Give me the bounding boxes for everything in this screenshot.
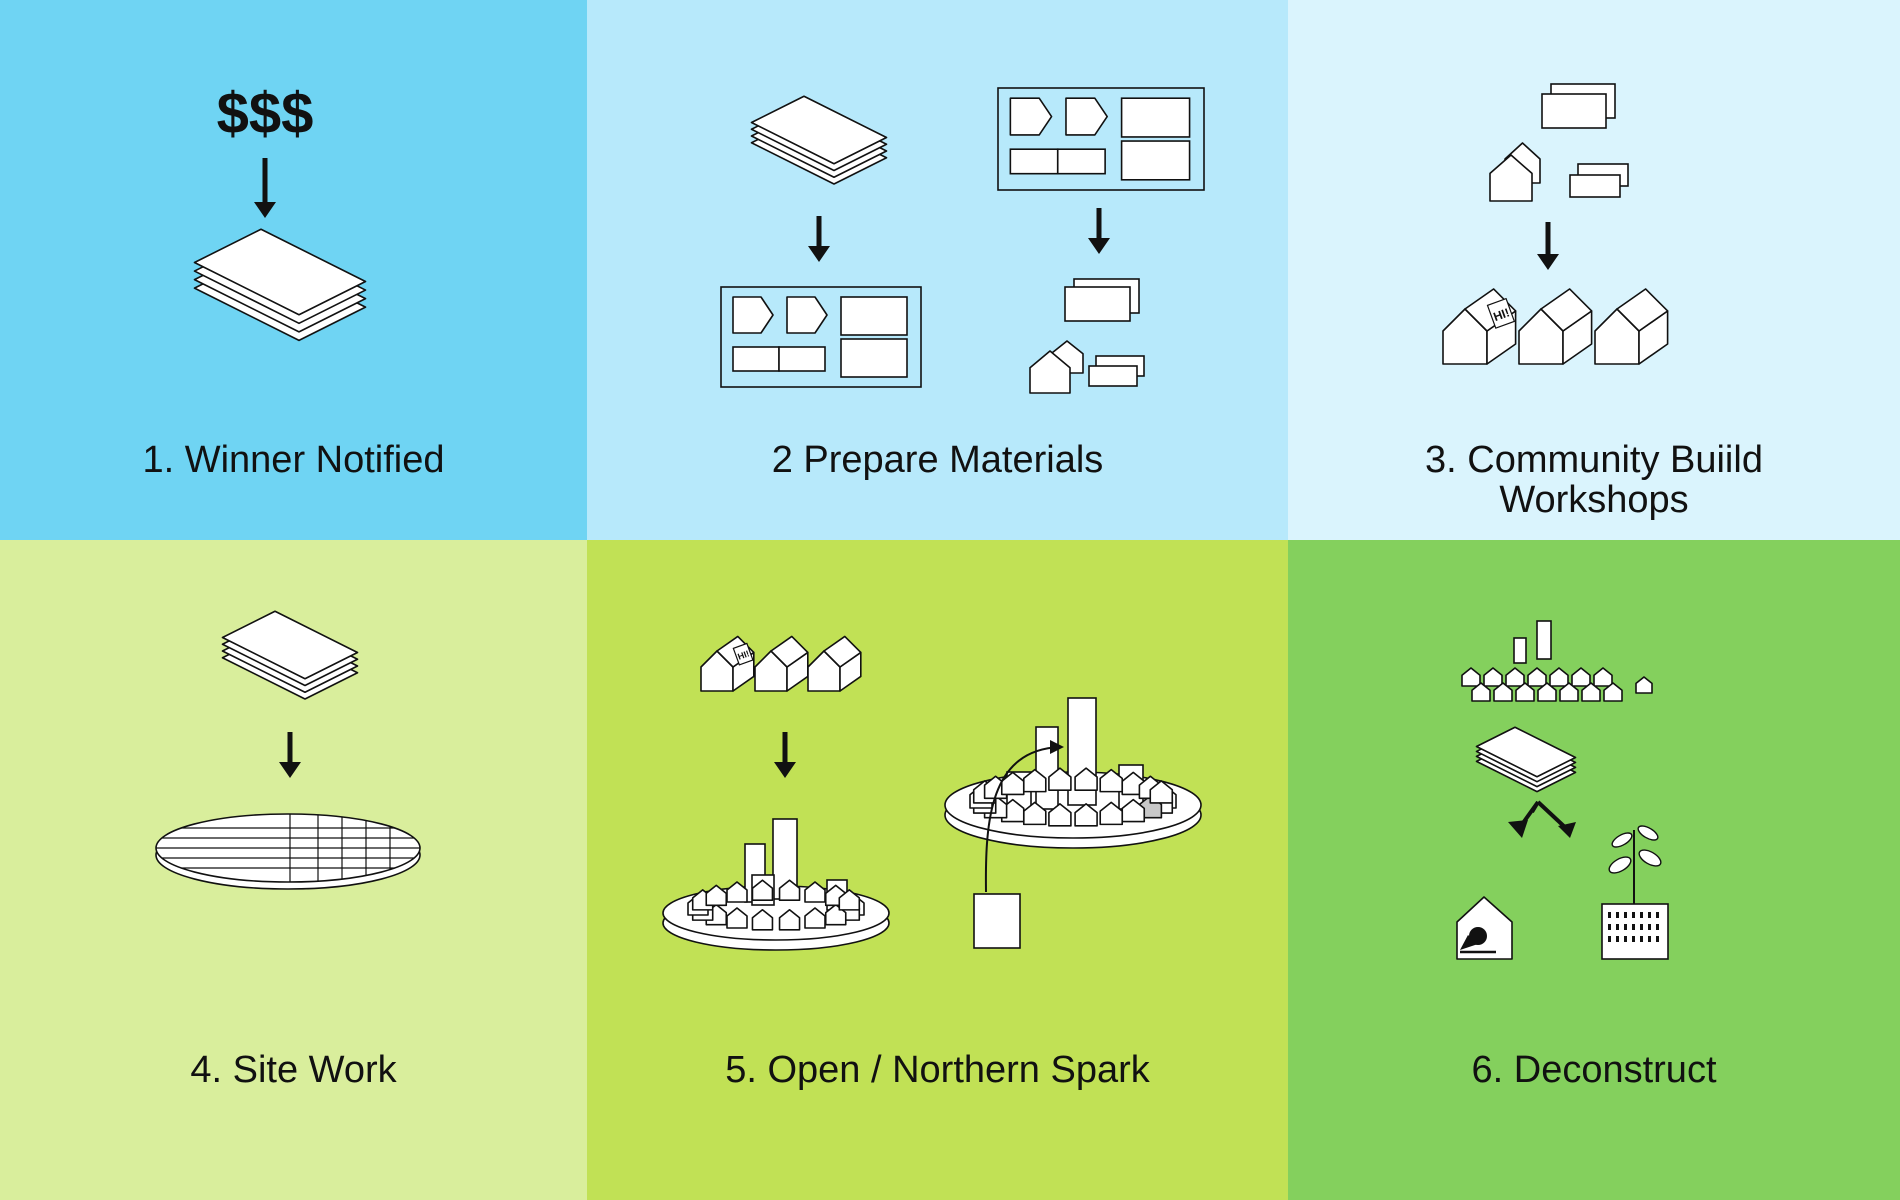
step-label: 6. Deconstruct (1288, 1050, 1900, 1090)
house-icon (1149, 780, 1174, 804)
house-sign-text: HI! (736, 648, 751, 661)
house-icon (1581, 682, 1601, 702)
house-sign: HI! (732, 642, 754, 666)
house-icon (778, 879, 801, 902)
panel-illustration: $$$ (193, 81, 367, 342)
panel-open-northern-spark: HI! 5. Open / Northern Spark (587, 540, 1288, 1200)
money-symbol: $$$ (217, 81, 314, 146)
house-icon (1461, 667, 1481, 687)
birdhouse-icon (1456, 896, 1513, 960)
arrow-down-icon (1088, 208, 1110, 254)
paper-stack-icon (193, 228, 367, 342)
step-label-line: 2 Prepare Materials (771, 439, 1104, 481)
house-icon (1593, 667, 1613, 687)
house-icon (1471, 682, 1491, 702)
house-icon (1537, 682, 1557, 702)
house-icon (1635, 676, 1653, 694)
material-board-icon (997, 87, 1205, 191)
house-icon (1518, 288, 1593, 365)
house-icon (1493, 682, 1513, 702)
stored-model-icon (1513, 620, 1552, 664)
panel-illustration: HI! (662, 635, 1202, 951)
house-sign: HI! (1486, 297, 1516, 329)
house-icon (705, 884, 728, 907)
house-icon (1099, 768, 1124, 793)
house-icon (751, 879, 774, 902)
house-icon (1594, 288, 1669, 365)
arrow-down-icon (774, 732, 796, 778)
step-label-line: 3. Community Buiild (1425, 439, 1763, 481)
step-label-line: Workshops (1499, 479, 1689, 521)
step-label: 1. Winner Notified (0, 440, 587, 480)
house-icon (838, 889, 861, 911)
panel-illustration (1456, 620, 1669, 960)
panel-site-work: 4. Site Work (0, 540, 587, 1200)
step-label: 4. Site Work (0, 1050, 587, 1090)
house-icon (804, 881, 826, 903)
house-icon (1048, 767, 1072, 791)
house-icon (1483, 667, 1503, 687)
house-icon: HI! (700, 635, 755, 692)
step-label-line: 1. Winner Notified (142, 439, 445, 481)
step-label-line: 6. Deconstruct (1471, 1049, 1717, 1091)
house-icon (1603, 682, 1623, 702)
house-icon (1074, 803, 1098, 827)
connector-arrow-icon (973, 740, 1064, 949)
tower-icon (1035, 726, 1059, 810)
step-label-line: 4. Site Work (190, 1049, 397, 1091)
house-icon: HI! (1442, 288, 1517, 365)
planter-icon (1601, 825, 1669, 960)
arrow-down-icon (254, 158, 276, 218)
house-icon (1489, 154, 1533, 202)
house-icon (1527, 667, 1547, 687)
split-arrow-icon (1508, 800, 1576, 838)
house-sign-text: HI! (1491, 305, 1511, 324)
house-icon (1505, 667, 1525, 687)
panel-winner-notified: $$$ 1. Winner Notified (0, 0, 587, 540)
site-grid-icon (155, 813, 421, 890)
panel-prepare-materials: 2 Prepare Materials (587, 0, 1288, 540)
panel-illustration (155, 610, 421, 890)
house-icon (1515, 682, 1535, 702)
panel-illustration (720, 87, 1205, 394)
house-icon (804, 907, 826, 929)
arrow-down-icon (1537, 222, 1559, 270)
house-icon (1048, 803, 1072, 827)
material-pieces-icon (1541, 83, 1629, 198)
house-icon (751, 908, 774, 931)
house-icon (1549, 667, 1569, 687)
material-board-icon (720, 286, 922, 388)
paper-stack-icon (221, 610, 359, 700)
arrow-down-icon (808, 216, 830, 262)
paper-stack-icon (1475, 726, 1577, 793)
house-icon (1559, 682, 1579, 702)
material-pieces-icon (1064, 278, 1145, 387)
house-icon (1022, 768, 1047, 793)
panel-illustration: HI! (1442, 83, 1669, 365)
panel-deconstruct: 6. Deconstruct (1288, 540, 1900, 1200)
step-label-line: 5. Open / Northern Spark (725, 1049, 1150, 1091)
step-label: 2 Prepare Materials (587, 440, 1288, 480)
arrow-down-icon (279, 732, 301, 778)
house-icon (754, 635, 809, 692)
house-icon (726, 881, 748, 903)
house-icon (807, 635, 862, 692)
house-icon (1099, 801, 1124, 826)
paper-stack-icon (750, 95, 888, 185)
house-icon (1074, 767, 1098, 791)
house-icon (1571, 667, 1591, 687)
step-label: 5. Open / Northern Spark (587, 1050, 1288, 1090)
house-icon (1029, 350, 1071, 394)
house-icon (778, 908, 801, 931)
